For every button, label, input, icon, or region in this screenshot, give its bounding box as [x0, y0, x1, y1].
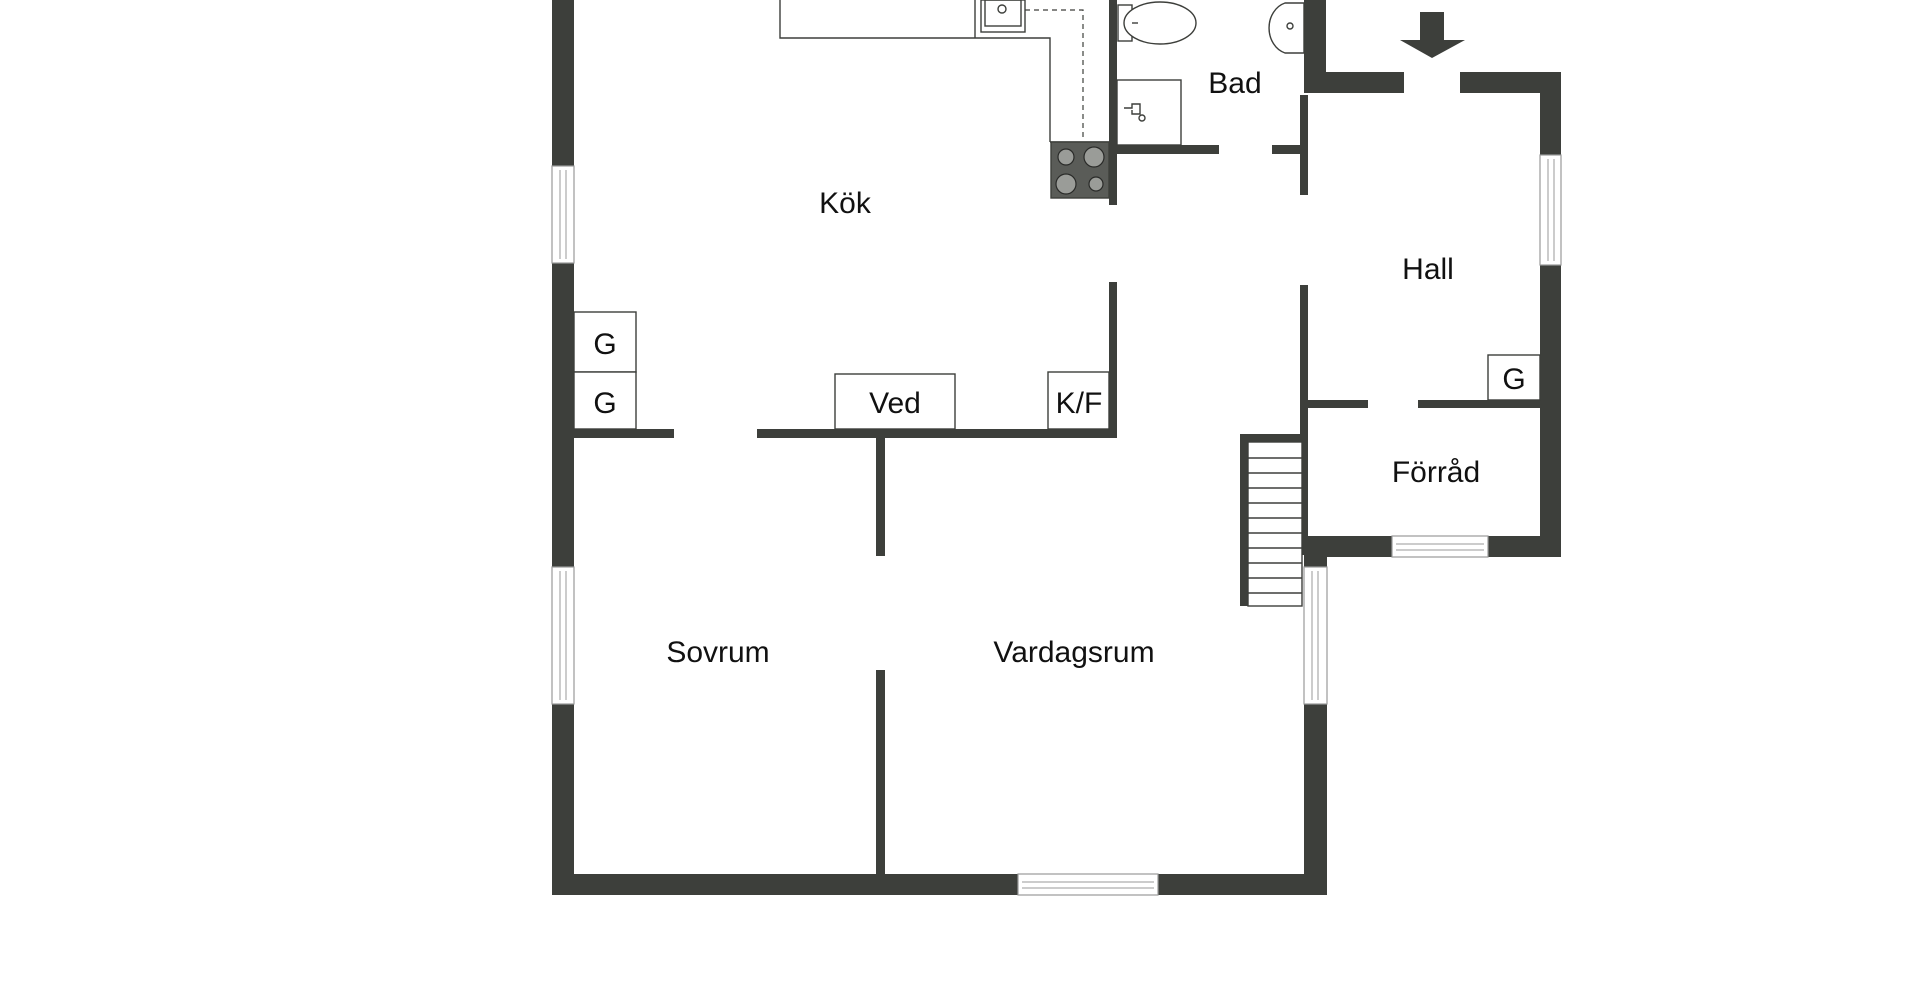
- wall-forrad-top-right: [1418, 400, 1540, 408]
- wall-kok-right-lower: [1109, 282, 1117, 437]
- bath-fixtures: [1116, 1, 1305, 146]
- kitchen-fixtures: [573, 0, 1110, 430]
- garderob-kok-lower: [573, 371, 637, 430]
- window-kok-left: [551, 165, 575, 264]
- exterior-walls: [552, 0, 1561, 895]
- wall-bad-hall: [1300, 95, 1308, 195]
- entrance-arrow-icon: [1400, 12, 1465, 58]
- fixture-label-garderob-kok-lower: G: [593, 387, 616, 420]
- fixture-label-ved: Ved: [869, 387, 921, 420]
- wall-hall-right: [1540, 72, 1561, 557]
- window-vardagsrum-bottom: [1017, 873, 1159, 896]
- wall-sovrum-vardagsrum-upper: [876, 438, 885, 556]
- room-label-sovrum: Sovrum: [666, 636, 769, 669]
- fixture-label-garderob-kok-upper: G: [593, 328, 616, 361]
- ved-box: [834, 373, 956, 430]
- window-hall-right: [1539, 154, 1562, 266]
- wall-bottom: [552, 874, 1327, 895]
- wall-hall-top-left: [1304, 72, 1404, 93]
- windows: [551, 154, 1562, 896]
- room-label-bad: Bad: [1208, 67, 1261, 100]
- wall-sovrum-vardagsrum-lower: [876, 670, 885, 875]
- window-forrad-bottom: [1391, 535, 1489, 558]
- window-sovrum-left: [551, 566, 575, 705]
- staircase-icon: [1240, 434, 1306, 607]
- kitchen-counter: [779, 0, 1051, 142]
- fixture-label-garderob-hall: G: [1502, 363, 1525, 396]
- sink-icon: [980, 0, 1026, 33]
- hall-fixtures: [1400, 12, 1541, 401]
- shower-box: [1116, 79, 1182, 146]
- room-label-forrad: Förråd: [1392, 456, 1480, 489]
- wall-bad-bottom-left: [1117, 145, 1219, 154]
- room-label-hall: Hall: [1402, 253, 1454, 286]
- garderob-kok-upper: [573, 311, 637, 373]
- garderob-hall: [1487, 354, 1541, 401]
- toilet-icon: [1117, 1, 1197, 45]
- wall-hall-left: [1300, 285, 1308, 555]
- wall-kok-bad: [1109, 0, 1117, 205]
- wall-hall-top-right: [1460, 72, 1560, 93]
- stove-icon: [1050, 141, 1110, 199]
- wall-right-upper: [1304, 0, 1326, 90]
- kyl-frys-box: [1047, 371, 1110, 430]
- wall-forrad-top-left: [1308, 400, 1368, 408]
- room-label-vardagsrum: Vardagsrum: [993, 636, 1154, 669]
- room-label-kok: Kök: [819, 187, 872, 220]
- wall-kok-bottom-left: [574, 429, 674, 438]
- interior-walls: [574, 0, 1540, 875]
- sink-bath-icon: [1268, 2, 1305, 54]
- wall-left: [552, 0, 574, 895]
- fixture-label-kyl-frys: K/F: [1056, 387, 1103, 420]
- room-labels: Kök Bad Hall Förråd Sovrum Vardagsrum G …: [593, 67, 1525, 669]
- window-vardagsrum-right: [1303, 566, 1328, 705]
- wall-kok-bottom-right: [757, 429, 1117, 438]
- wall-bad-bottom-right: [1272, 145, 1304, 154]
